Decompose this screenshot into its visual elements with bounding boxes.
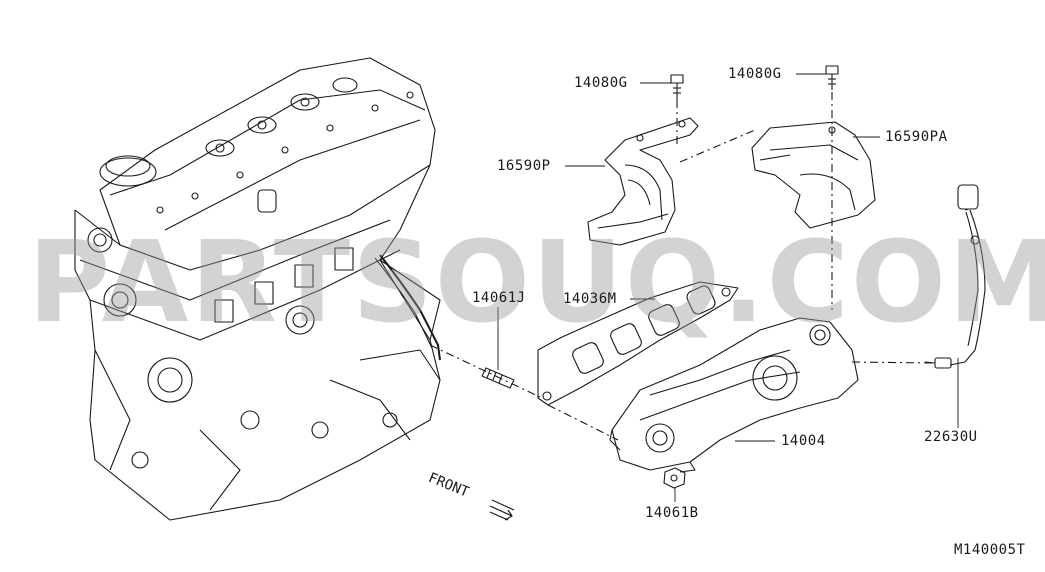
engine-block: [74, 57, 441, 521]
label-16590p[interactable]: 16590P: [497, 158, 551, 174]
diagram-code: M140005T: [954, 542, 1026, 558]
gasket-14036m: [537, 281, 739, 406]
leader-lines: [497, 73, 959, 502]
label-22630u[interactable]: 22630U: [924, 429, 978, 445]
assembly-lines: [429, 92, 936, 441]
heat-shield-16590p: [587, 117, 699, 246]
label-14004[interactable]: 14004: [781, 433, 826, 449]
front-arrow: [489, 499, 515, 521]
stud-14061j: [481, 367, 515, 389]
label-14061b[interactable]: 14061B: [645, 505, 699, 521]
label-14036m[interactable]: 14036M: [563, 291, 617, 307]
bolt-14080g-right: [825, 65, 839, 90]
nut-14061b: [663, 467, 686, 489]
label-14061j[interactable]: 14061J: [472, 290, 526, 306]
label-14080g-left[interactable]: 14080G: [574, 75, 628, 91]
exhaust-manifold-14004: [609, 317, 859, 473]
label-16590pa[interactable]: 16590PA: [885, 129, 948, 145]
bolt-14080g-left: [670, 74, 684, 100]
watermark: PARTSOUQ.COM: [28, 218, 1045, 348]
oxygen-sensor-22630u: [257, 189, 986, 369]
label-14080g-right[interactable]: 14080G: [728, 66, 782, 82]
heat-shield-16590pa: [751, 121, 876, 229]
